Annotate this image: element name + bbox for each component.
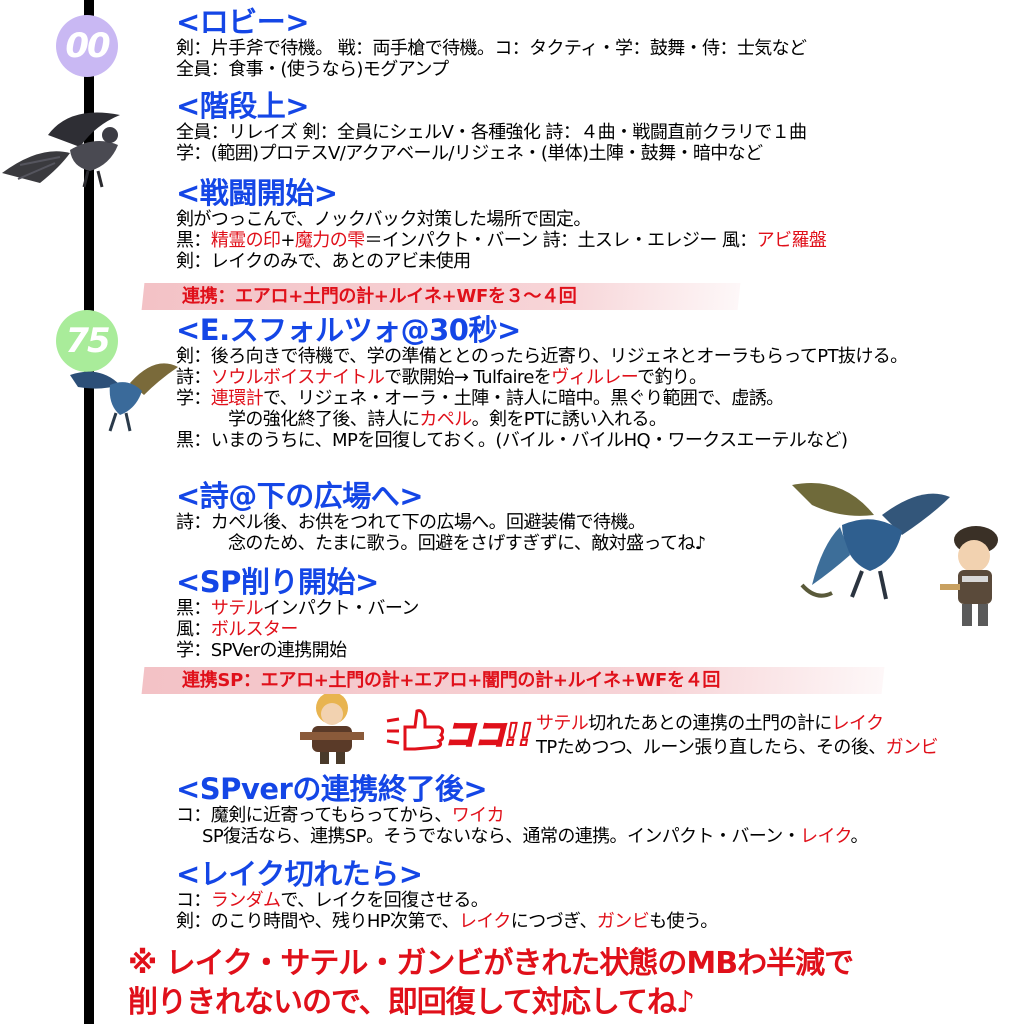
phase-badge-75: 75 — [56, 310, 118, 372]
battle-line-3: 剣：レイクのみで、あとのアビ未使用 — [176, 251, 471, 272]
section-title-spver-end: <SPverの連携終了後> — [176, 772, 488, 806]
section-battle-start: <戦闘開始> 剣がつっこんで、ノックバック対策した場所で固定。 黒：精霊の印+魔… — [176, 176, 827, 272]
koko-note-line-1: サテル切れたあとの連携の土門の計にレイク — [536, 713, 884, 734]
section-sp-start: <SP削り開始> 黒：サテルインパクト・バーン 風：ボルスター 学：SPVerの… — [176, 566, 419, 661]
warning-note: ※ レイク・サテル・ガンビがきれた状態のMBわ半減で 削りきれないので、即回復し… — [128, 944, 854, 1022]
sp-line-1: 黒：サテルインパクト・バーン — [176, 598, 419, 619]
espf-line-3: 学：連環計で、リジェネ・オーラ・土陣・詩人に暗中。黒ぐり範囲で、虚誘。 — [176, 388, 784, 409]
section-title-plaza: <詩@下の広場へ> — [176, 479, 424, 513]
section-rake-expired: <レイク切れたら> コ：ランダムで、レイクを回復させる。 剣：のこり時間や、残り… — [176, 858, 718, 932]
blue-bird-large-illustration — [792, 483, 950, 600]
section-lobby: <ロビー> 剣：片手斧で待機。 戦：両手槍で待機。コ：タクティ・学：鼓舞・侍：士… — [176, 5, 807, 80]
koko-text: ココ!! — [445, 718, 532, 753]
section-stairs: <階段上> 全員：リレイズ 剣：全員にシェルV・各種強化 詩：４曲・戦闘直前クラ… — [176, 89, 807, 164]
rake-line-1: コ：ランダムで、レイクを回復させる。 — [176, 890, 489, 911]
koko-callout-graphic: ココ!! — [386, 709, 533, 754]
espf-line-5: 黒：いまのうちに、MPを回復しておく。(バイル・バイルHQ・ワークスエーテルなど… — [176, 430, 848, 451]
phase-badge-00: 00 — [56, 15, 118, 77]
section-title-e-sforzo: <E.スフォルツォ@30秒> — [176, 313, 521, 347]
lobby-line-1: 剣：片手斧で待機。 戦：両手槍で待機。コ：タクティ・学：鼓舞・侍：士気など — [176, 38, 807, 59]
section-e-sforzo: <E.スフォルツォ@30秒> 剣：後ろ向きで待機で、学の準備ととのったら近寄り、… — [176, 314, 908, 451]
espf-line-2: 詩：ソウルボイスナイトルで歌開始→ Tulfaireをヴィルレーで釣り。 — [176, 367, 707, 388]
dark-bird-illustration — [2, 112, 120, 188]
timeline-bar — [84, 0, 94, 1024]
section-title-sp-start: <SP削り開始> — [176, 565, 379, 599]
combo-line: 連携：エアロ+土門の計+ルイネ+WFを３～４回 — [182, 286, 577, 307]
combo-sp-line: 連携SP：エアロ+土門の計+エアロ+闇門の計+ルイネ+WFを４回 — [182, 670, 721, 691]
battle-line-2: 黒：精霊の印+魔力の雫＝インパクト・バーン 詩：土スレ・エレジー 風：アビ羅盤 — [176, 230, 827, 251]
chibi-character-left — [300, 692, 364, 764]
spend-line-1: コ：魔剣に近寄ってもらってから、ワイカ — [176, 805, 505, 826]
sp-line-2: 風：ボルスター — [176, 619, 298, 640]
warning-line-1: ※ レイク・サテル・ガンビがきれた状態のMBわ半減で — [128, 946, 854, 981]
rake-line-2: 剣：のこり時間や、残りHP次第で、レイクにつづぎ、ガンビも使う。 — [176, 911, 718, 932]
sp-line-3: 学：SPVerの連携開始 — [176, 640, 347, 661]
blue-bird-small-illustration — [70, 363, 178, 432]
chibi-character-right — [940, 526, 998, 626]
battle-line-1: 剣がつっこんで、ノックバック対策した場所で固定。 — [176, 209, 591, 230]
section-spver-end: <SPverの連携終了後> コ：魔剣に近寄ってもらってから、ワイカ SP復活なら… — [176, 773, 868, 847]
section-title-stairs: <階段上> — [176, 89, 310, 123]
koko-note: サテル切れたあとの連携の土門の計にレイク TPためつつ、ルーン張り直したら、その… — [536, 712, 938, 760]
warning-line-2: 削りきれないので、即回復して対応してね♪ — [128, 985, 695, 1020]
section-title-rake-expired: <レイク切れたら> — [176, 857, 423, 891]
section-title-lobby: <ロビー> — [176, 5, 310, 39]
stairs-line-2: 学：(範囲)プロテスV/アクアベール/リジェネ・(単体)土陣・鼓舞・暗中など — [176, 143, 763, 164]
plaza-line-2: 念のため、たまに歌う。回避をさげすぎずに、敵対盛ってね♪ — [228, 533, 706, 554]
plaza-line-1: 詩：カペル後、お供をつれて下の広場へ。回避装備で待機。 — [176, 512, 646, 533]
section-title-battle-start: <戦闘開始> — [176, 176, 338, 210]
lobby-line-2: 全員：食事・(使うなら)モグアンプ — [176, 59, 449, 80]
spend-line-2: SP復活なら、連携SP。そうでないなら、通常の連携。インパクト・バーン・レイク。 — [202, 826, 868, 847]
section-plaza: <詩@下の広場へ> 詩：カペル後、お供をつれて下の広場へ。回避装備で待機。 念の… — [176, 480, 706, 554]
stairs-line-1: 全員：リレイズ 剣：全員にシェルV・各種強化 詩：４曲・戦闘直前クラリで１曲 — [176, 122, 807, 143]
espf-line-4: 学の強化終了後、詩人にカペル。剣をPTに誘い入れる。 — [228, 409, 667, 430]
koko-note-line-2: TPためつつ、ルーン張り直したら、その後、ガンビ — [536, 737, 938, 758]
espf-line-1: 剣：後ろ向きで待機で、学の準備ととのったら近寄り、リジェネとオーラもらってPT抜… — [176, 346, 908, 367]
